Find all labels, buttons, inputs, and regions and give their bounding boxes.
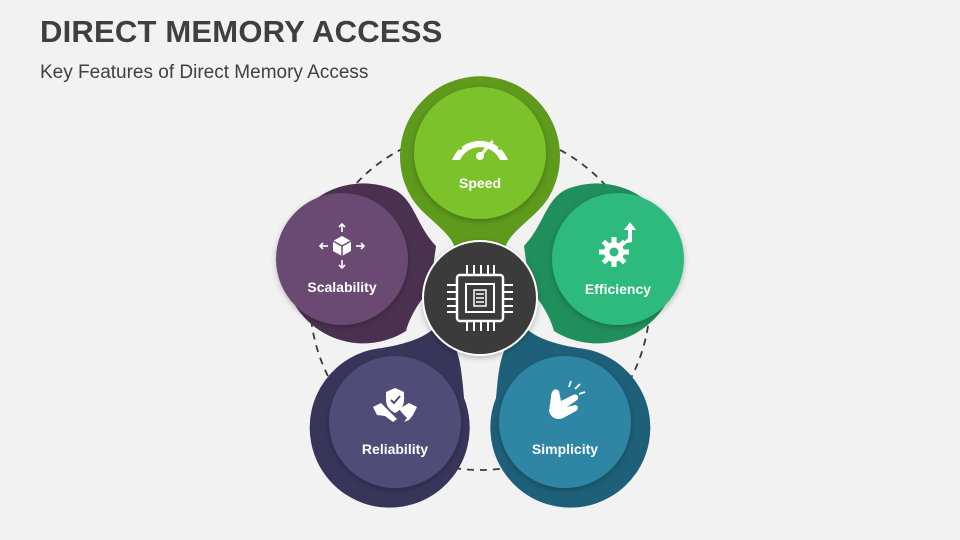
finger-snap-icon (549, 380, 586, 419)
speedometer-icon (452, 121, 508, 160)
feature-speed: Speed (400, 76, 560, 248)
slide-subtitle: Key Features of Direct Memory Access (40, 62, 369, 83)
scalability-label: Scalability (307, 279, 376, 295)
feature-scalability: Scalability (276, 183, 436, 344)
gear-arrow-icon (599, 222, 636, 267)
feature-efficiency: Efficiency (524, 183, 684, 344)
slide-title: DIRECT MEMORY ACCESS (40, 14, 443, 49)
reliability-circle (329, 356, 461, 488)
simplicity-label: Simplicity (532, 441, 598, 457)
handshake-shield-icon (373, 388, 417, 422)
reliability-label: Reliability (362, 441, 428, 457)
scalability-circle (276, 193, 408, 325)
center-hub (422, 240, 538, 356)
cube-arrows-icon (318, 222, 366, 270)
efficiency-label: Efficiency (585, 281, 651, 297)
feature-reliability: Reliability (309, 330, 470, 508)
speed-label: Speed (459, 175, 501, 191)
cpu-chip-icon (447, 265, 513, 331)
feature-simplicity: Simplicity (490, 330, 651, 508)
simplicity-circle (499, 356, 631, 488)
